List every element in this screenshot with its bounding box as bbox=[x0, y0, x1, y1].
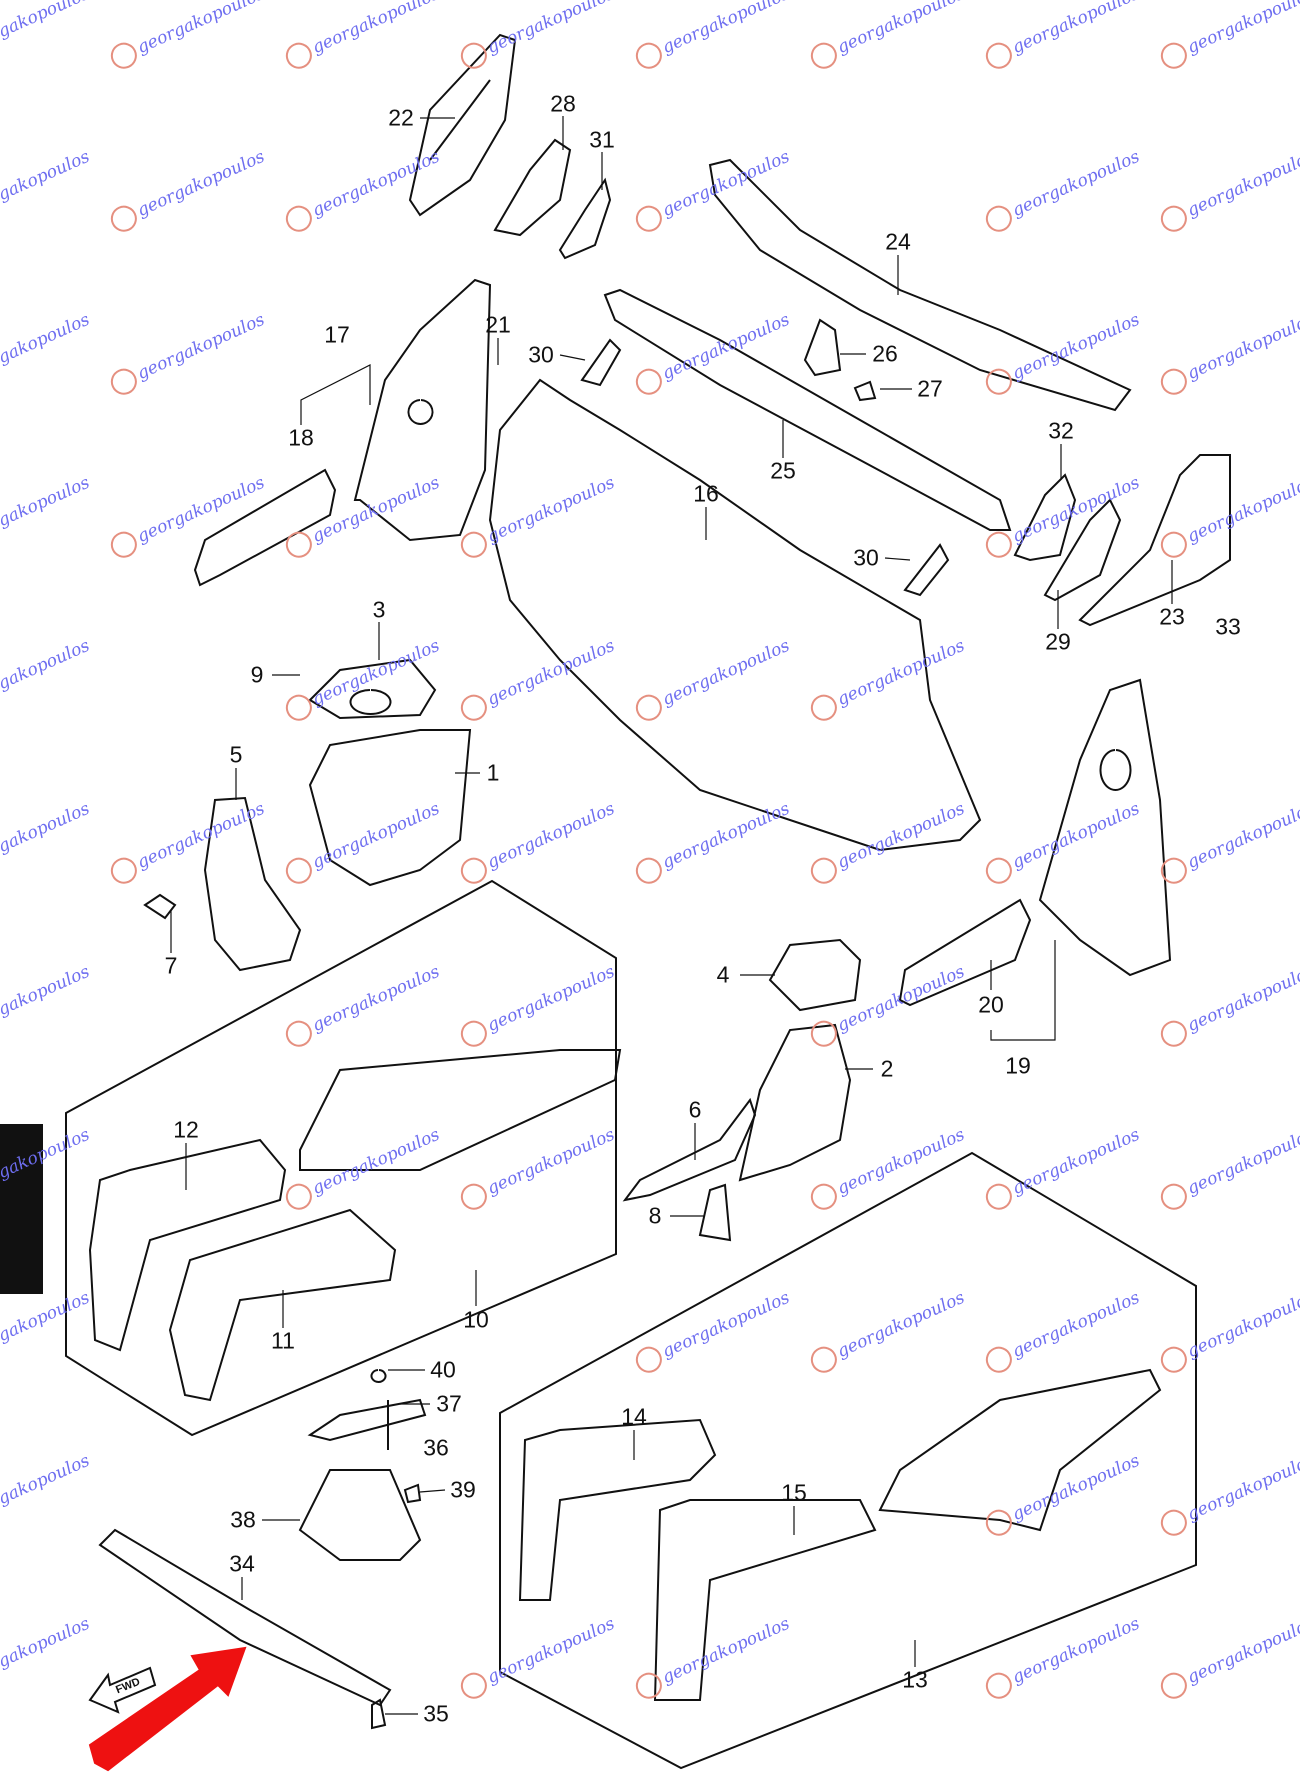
part-37 bbox=[307, 1398, 427, 1442]
callout-label: 26 bbox=[872, 340, 898, 367]
callout-label: 8 bbox=[648, 1202, 662, 1229]
part-27 bbox=[853, 380, 877, 402]
part-24 bbox=[708, 158, 1132, 412]
dark-side-tab bbox=[0, 1124, 43, 1294]
callout-label: 37 bbox=[436, 1390, 462, 1417]
callout-label: 38 bbox=[230, 1506, 256, 1533]
part-18 bbox=[193, 468, 337, 587]
callout-label: 13 bbox=[902, 1666, 928, 1693]
red-arrow-icon bbox=[88, 1646, 247, 1772]
part-15 bbox=[653, 1368, 1162, 1701]
leader-17-18 bbox=[300, 364, 371, 425]
leader-30a bbox=[559, 354, 586, 361]
callout-label: 16 bbox=[693, 480, 719, 507]
part-17 bbox=[353, 278, 492, 542]
callout-label: 2 bbox=[880, 1055, 894, 1082]
part-29 bbox=[1043, 498, 1122, 602]
part-14 bbox=[518, 1418, 717, 1601]
part-26 bbox=[803, 318, 842, 377]
callout-label: 6 bbox=[688, 1096, 702, 1123]
callout-label: 9 bbox=[250, 661, 264, 688]
part-32 bbox=[1013, 473, 1077, 562]
part-3 bbox=[308, 658, 437, 720]
callout-label: 35 bbox=[423, 1700, 449, 1727]
callout-label: 3 bbox=[372, 596, 386, 623]
group-box-13 bbox=[499, 1151, 1197, 1770]
part-6 bbox=[622, 1097, 757, 1202]
part-28 bbox=[493, 138, 572, 237]
fwd-arrow-icon bbox=[88, 1666, 157, 1714]
part-4 bbox=[768, 938, 862, 1012]
part-40 bbox=[370, 1369, 387, 1383]
part-20 bbox=[898, 898, 1032, 1007]
callout-label: 20 bbox=[978, 991, 1004, 1018]
callout-label: 7 bbox=[164, 952, 178, 979]
callout-label: 18 bbox=[288, 424, 314, 451]
part-1 bbox=[308, 729, 472, 887]
callout-label: 17 bbox=[324, 321, 350, 348]
callout-label: 5 bbox=[229, 741, 243, 768]
part-5 bbox=[203, 796, 302, 972]
part-35 bbox=[371, 1698, 387, 1730]
part-2 bbox=[738, 1023, 852, 1182]
callout-label: 29 bbox=[1045, 628, 1071, 655]
callout-label: 36 bbox=[423, 1434, 449, 1461]
callout-label: 21 bbox=[485, 311, 511, 338]
part-8 bbox=[698, 1183, 732, 1242]
leader-lines bbox=[170, 116, 1173, 1715]
callout-label: 27 bbox=[917, 375, 943, 402]
callout-label: 12 bbox=[173, 1116, 199, 1143]
callout-label: 30 bbox=[853, 544, 879, 571]
part-39 bbox=[403, 1483, 422, 1504]
callout-label: 10 bbox=[463, 1306, 489, 1333]
part-34 bbox=[98, 1528, 392, 1707]
callout-label: 33 bbox=[1215, 613, 1241, 640]
callout-label: 19 bbox=[1005, 1052, 1031, 1079]
part-12 bbox=[88, 1049, 622, 1352]
part-7 bbox=[143, 893, 177, 920]
part-25 bbox=[603, 288, 1012, 531]
callout-label: 22 bbox=[388, 104, 414, 131]
part-22 bbox=[408, 33, 517, 217]
part-30b bbox=[903, 543, 950, 597]
part-19 bbox=[1038, 678, 1172, 977]
callout-label: 1 bbox=[486, 759, 500, 786]
leader-39 bbox=[419, 1489, 446, 1493]
part-30a bbox=[580, 338, 622, 387]
callout-label: 24 bbox=[885, 228, 911, 255]
callout-label: 40 bbox=[430, 1356, 456, 1383]
leader-19-20 bbox=[990, 940, 1056, 1041]
leader-30b bbox=[884, 557, 911, 561]
callout-label: 39 bbox=[450, 1476, 476, 1503]
part-16 bbox=[488, 378, 982, 852]
part-11 bbox=[168, 1208, 397, 1402]
callout-label: 32 bbox=[1048, 417, 1074, 444]
callout-label: 4 bbox=[716, 961, 730, 988]
callout-label: 15 bbox=[781, 1479, 807, 1506]
callout-label: 23 bbox=[1159, 603, 1185, 630]
callout-label: 25 bbox=[770, 457, 796, 484]
callout-label: 11 bbox=[271, 1327, 295, 1354]
part-23 bbox=[1078, 454, 1231, 627]
callout-label: 30 bbox=[528, 341, 554, 368]
callout-label: 31 bbox=[589, 126, 615, 153]
callout-label: 34 bbox=[229, 1550, 255, 1577]
callout-label: 28 bbox=[550, 90, 576, 117]
part-31 bbox=[558, 177, 612, 260]
callout-label: 14 bbox=[621, 1403, 647, 1430]
part-38 bbox=[298, 1469, 422, 1561]
group-box-10 bbox=[65, 879, 617, 1437]
